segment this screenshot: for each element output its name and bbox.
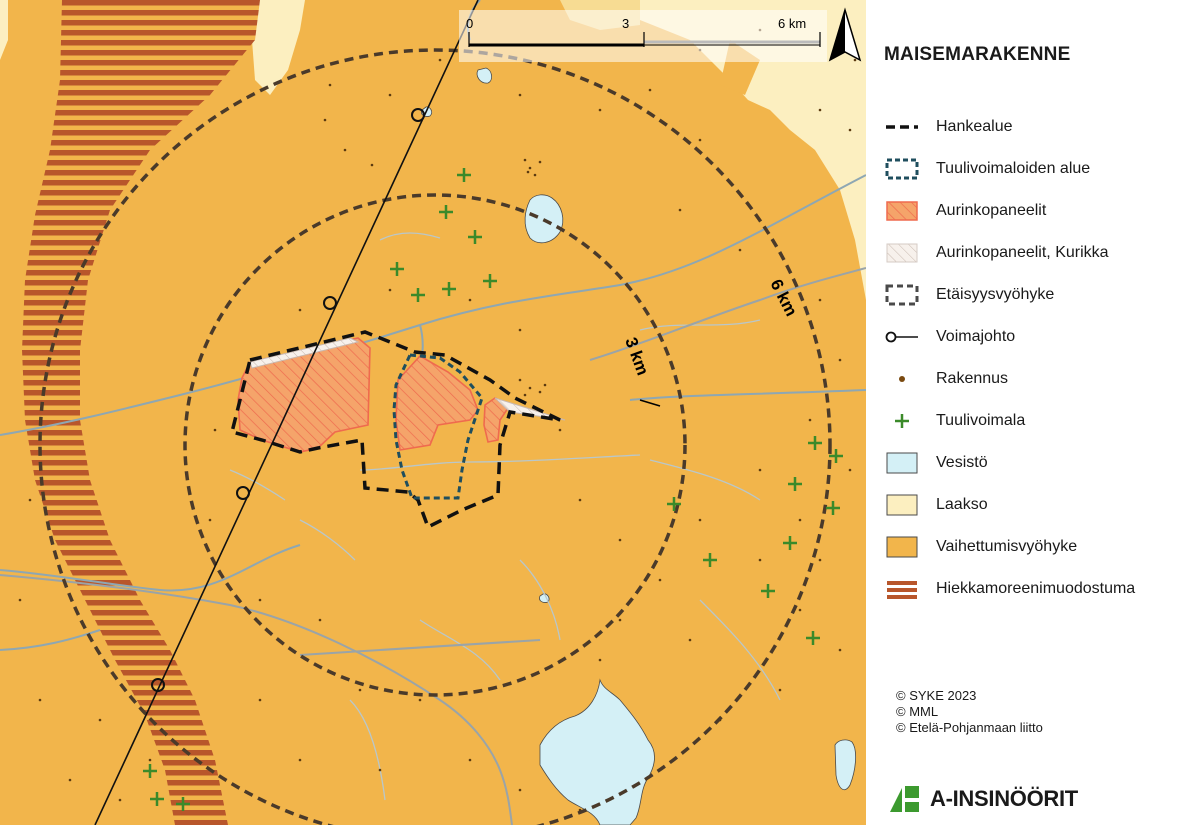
credit-mml: © MML	[896, 704, 939, 719]
roads	[0, 267, 866, 825]
legend-item-etaisyysvyohyke: Etäisyysvyöhyke	[884, 274, 1135, 316]
minor-streams	[229, 232, 781, 801]
sand-moraine-stripes-icon	[887, 581, 917, 599]
valley-box-icon	[886, 494, 918, 516]
power-line-icon	[885, 331, 918, 343]
distance-ring-6km	[38, 48, 832, 825]
legend-label: Vesistö	[936, 454, 988, 471]
legend-title: MAISEMARAKENNE	[884, 44, 1071, 65]
building-dot-icon	[899, 376, 905, 382]
legend-label: Hankealue	[936, 118, 1013, 135]
dashed-line-black-icon	[886, 125, 918, 129]
credit-syke: © SYKE 2023	[896, 688, 977, 703]
north-arrow-icon	[828, 7, 862, 62]
turbine-area-boundary	[392, 353, 484, 500]
legend-item-tuulivoimala: Tuulivoimala	[884, 400, 1135, 442]
scale-bar: 0 3 6 km	[459, 10, 827, 62]
project-area-boundary	[229, 330, 561, 530]
logo-text: A-INSINÖÖRIT	[930, 786, 1078, 811]
legend-label: Voimajohto	[936, 328, 1016, 345]
credit-etela-pohjanmaan-liitto: © Etelä-Pohjanmaan liitto	[896, 720, 1043, 735]
legend-item-hankealue: Hankealue	[884, 106, 1135, 148]
legend-label: Tuulivoimaloiden alue	[936, 160, 1091, 177]
transition-box-icon	[886, 536, 918, 558]
dashed-box-teal-icon	[885, 158, 919, 180]
sand-moraine-formation	[22, 0, 260, 825]
company-logo: A-INSINÖÖRIT	[888, 784, 1078, 814]
legend-label: Aurinkopaneelit	[936, 202, 1047, 219]
legend-item-rakennus: Rakennus	[884, 358, 1135, 400]
legend-item-aurinkopaneelit: Aurinkopaneelit	[884, 190, 1135, 232]
power-line	[94, 0, 479, 825]
wind-turbines	[143, 168, 843, 811]
legend-item-hiekkamoreenimuodostuma: Hiekkamoreenimuodostuma	[884, 568, 1135, 610]
legend-item-aurinkopaneelit-kurikka: Aurinkopaneelit, Kurikka	[884, 232, 1135, 274]
map-canvas: 3 km 6 km	[0, 0, 866, 825]
legend-label: Tuulivoimala	[936, 412, 1026, 429]
legend-list: Hankealue Tuulivoimaloiden alue Aurinkop…	[884, 106, 1135, 610]
hatched-box-red-icon	[886, 201, 918, 221]
legend-label: Etäisyysvyöhyke	[936, 286, 1055, 303]
legend-label: Vaihettumisvyöhyke	[936, 538, 1078, 555]
legend-item-vesisto: Vesistö	[884, 442, 1135, 484]
dashed-box-dark-icon	[885, 284, 919, 306]
legend-item-voimajohto: Voimajohto	[884, 316, 1135, 358]
hatched-box-grey-icon	[886, 243, 918, 263]
legend-panel: MAISEMARAKENNE Hankealue Tuulivoimaloide…	[866, 0, 1189, 825]
scale-tick-3: 3	[622, 16, 629, 31]
ring-label-3km-tick	[639, 399, 661, 407]
scale-tick-6km: 6 km	[778, 16, 806, 31]
map-panel[interactable]: 3 km 6 km	[0, 0, 866, 825]
water-bodies	[421, 67, 856, 825]
credits: © SYKE 2023 © MML © Etelä-Pohjanmaan lii…	[896, 688, 1043, 736]
legend-label: Laakso	[936, 496, 988, 513]
distance-ring-3km	[183, 193, 687, 697]
scale-tick-0: 0	[466, 16, 473, 31]
legend-label: Rakennus	[936, 370, 1009, 387]
solar-panel-area-east	[395, 354, 479, 451]
wind-turbine-cross-icon	[895, 414, 909, 428]
legend-label: Hiekkamoreenimuodostuma	[936, 580, 1136, 597]
a-insinoorit-logo-icon	[890, 786, 919, 812]
legend-item-laakso: Laakso	[884, 484, 1135, 526]
buildings	[18, 28, 857, 812]
water-box-icon	[886, 452, 918, 474]
legend-item-tuulivoimaloiden-alue: Tuulivoimaloiden alue	[884, 148, 1135, 190]
legend-label: Aurinkopaneelit, Kurikka	[936, 244, 1109, 261]
legend-item-vaihettumisvyohyke: Vaihettumisvyöhyke	[884, 526, 1135, 568]
